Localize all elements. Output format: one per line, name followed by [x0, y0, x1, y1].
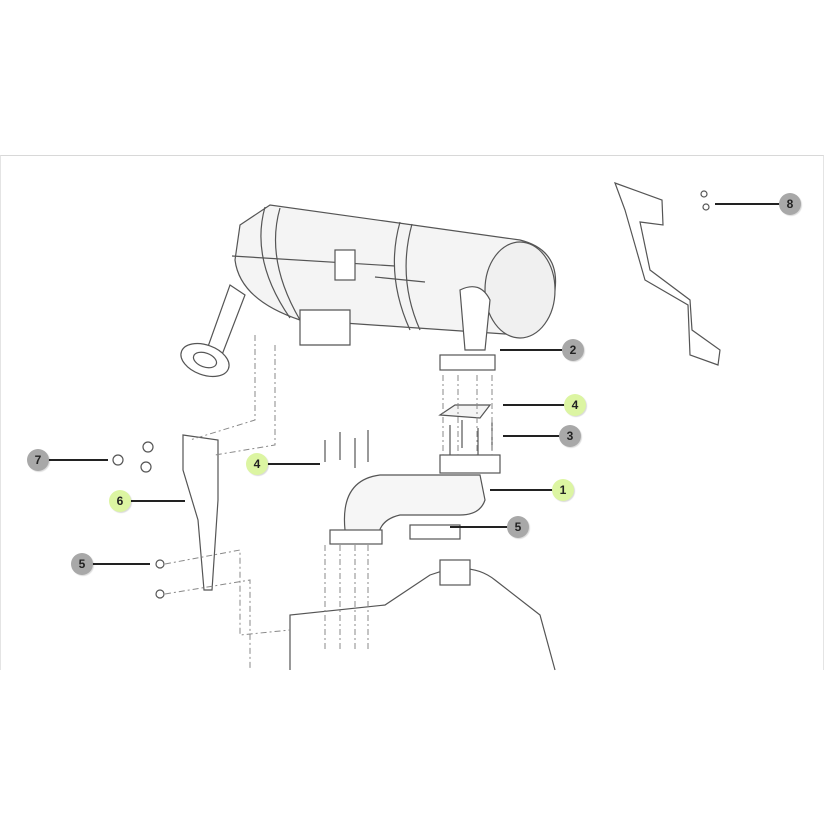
leader-line: [267, 463, 320, 465]
engine-head: [289, 559, 556, 671]
callout-part-4[interactable]: 4: [564, 394, 586, 416]
bracket-right: [613, 181, 721, 366]
callout-part-5[interactable]: 5: [507, 516, 529, 538]
leader-line: [503, 435, 560, 437]
bracket-left: [112, 434, 219, 599]
leader-line: [503, 404, 565, 406]
muffler: [180, 204, 557, 378]
callout-part-1[interactable]: 1: [552, 479, 574, 501]
callout-part-3[interactable]: 3: [559, 425, 581, 447]
callout-part-4[interactable]: 4: [246, 453, 268, 475]
callout-part-7[interactable]: 7: [27, 449, 49, 471]
leader-line: [92, 563, 150, 565]
exhaust-pipe: [329, 454, 501, 545]
leader-line: [450, 526, 508, 528]
leader-line: [48, 459, 108, 461]
leader-line: [715, 203, 780, 205]
leader-line: [500, 349, 562, 351]
leader-line: [130, 500, 185, 502]
gasket: [438, 404, 492, 419]
callout-part-2[interactable]: 2: [562, 339, 584, 361]
callout-part-5[interactable]: 5: [71, 553, 93, 575]
leader-line: [490, 489, 553, 491]
diagram-frame: [0, 155, 824, 670]
assembly-guide-lines: [164, 335, 493, 670]
callout-part-8[interactable]: 8: [779, 193, 801, 215]
callout-part-6[interactable]: 6: [109, 490, 131, 512]
